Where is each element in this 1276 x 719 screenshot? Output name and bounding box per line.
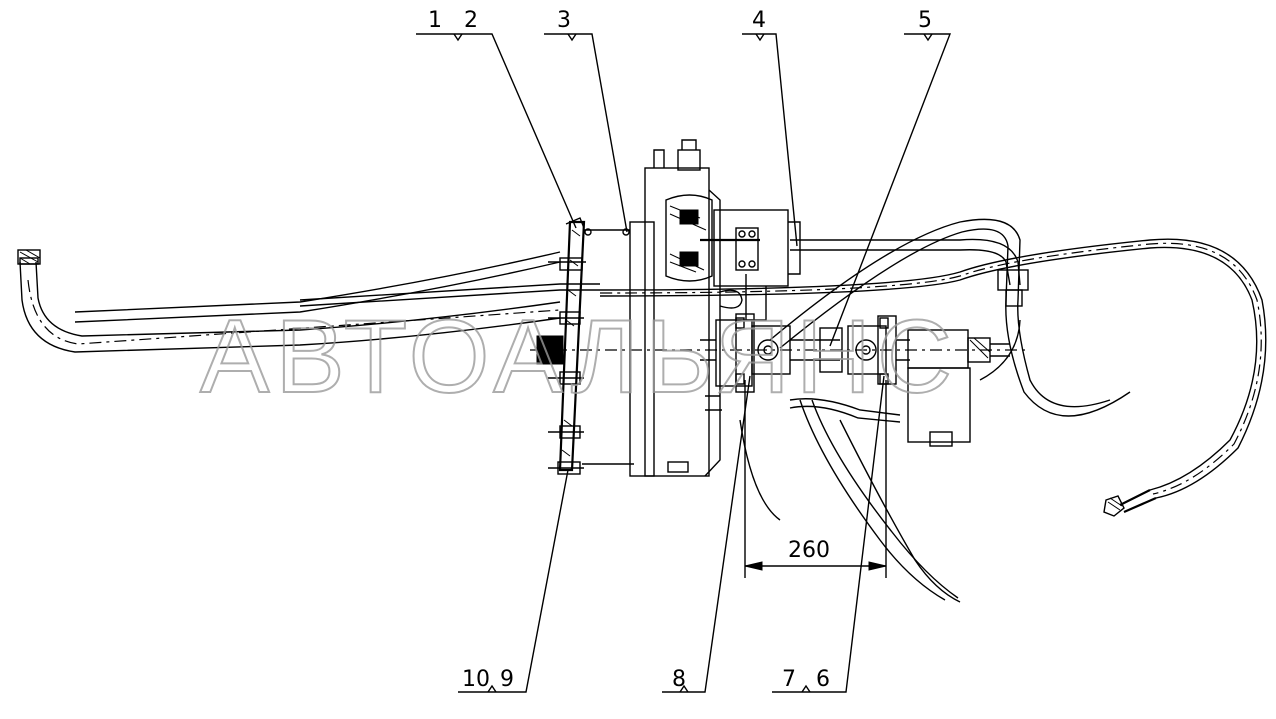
callout-10: 10 (462, 667, 490, 692)
right-hoses (599, 218, 1267, 499)
drive-shaft-assembly (530, 313, 1030, 393)
dimension-260: 260 (744, 380, 887, 578)
dimension-value: 260 (788, 538, 830, 563)
callout-7: 7 (782, 667, 796, 692)
callout-5: 5 (918, 8, 932, 33)
motor-block (907, 329, 1010, 447)
right-hose-end-fitting (1103, 489, 1157, 517)
lower-hoses (739, 398, 961, 603)
callout-2: 2 (464, 8, 478, 33)
pump-housing (629, 139, 722, 477)
pump-sectional-view (665, 194, 801, 321)
watermark: АВТОАЛЬЯНС (200, 299, 958, 415)
callout-9: 9 (500, 667, 514, 692)
callout-6: 6 (816, 667, 830, 692)
callout-4: 4 (752, 8, 766, 33)
left-hose-fitting (17, 249, 41, 265)
callout-1: 1 (428, 8, 442, 33)
callout-3: 3 (557, 8, 571, 33)
left-hose (19, 251, 600, 353)
callout-8: 8 (672, 667, 686, 692)
callout-leaders (416, 33, 952, 693)
